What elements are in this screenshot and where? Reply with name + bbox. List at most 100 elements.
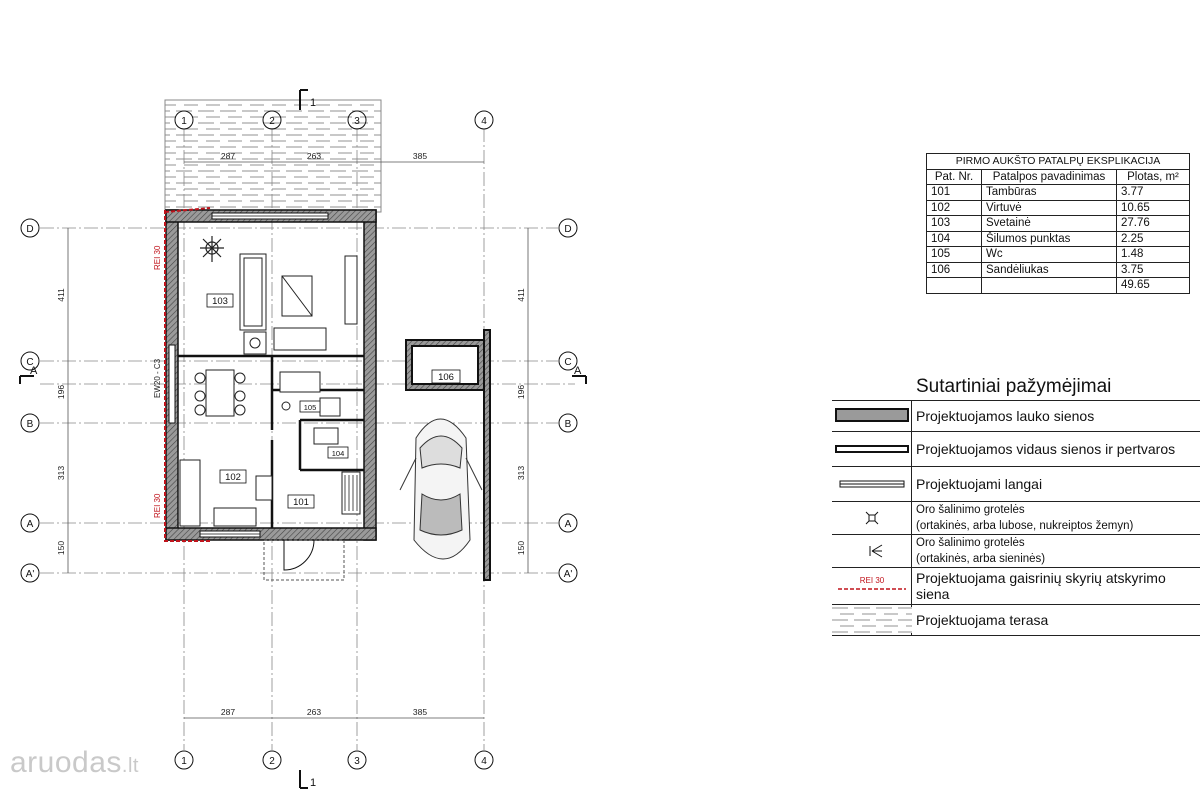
svg-text:4: 4: [481, 756, 487, 767]
legend-item: REI 30 Projektuojama gaisrinių skyrių at…: [832, 567, 1200, 604]
room-label: 106: [438, 372, 454, 383]
cell: [926, 277, 982, 294]
fire-wall-tag: REI 30: [860, 576, 885, 585]
grid-bubble: C: [20, 351, 40, 371]
grid-bubble: B: [558, 413, 578, 433]
svg-text:A': A': [564, 569, 573, 580]
table-title: PIRMO AUKŠTO PATALPŲ EKSPLIKACIJA: [926, 153, 1190, 170]
section-marker: 1: [310, 97, 316, 109]
cell: 106: [926, 261, 982, 278]
room-label: 103: [212, 296, 228, 307]
table-header-row: Pat. Nr. Patalpos pavadinimas Plotas, m²: [926, 168, 1190, 185]
cell: [981, 277, 1117, 294]
interior-walls: [178, 354, 364, 528]
grid-bubble: 3: [347, 750, 367, 770]
cell: 102: [926, 199, 982, 216]
legend: Sutartiniai pažymėjimai Projektuojamos l…: [832, 374, 1200, 636]
window-symbol: [832, 467, 912, 501]
dim-right: 150: [516, 541, 526, 555]
room-label: 104: [332, 449, 345, 458]
grid-bubble: 4: [474, 750, 494, 770]
wall-tag: EW20 - C3: [153, 358, 162, 398]
svg-text:2: 2: [269, 116, 275, 127]
section-marker: A: [30, 365, 38, 377]
svg-text:C: C: [26, 357, 33, 368]
legend-sublabel: (ortakinės, arba lubose, nukreiptos žemy…: [916, 520, 1134, 532]
legend-title: Sutartiniai pažymėjimai: [916, 376, 1112, 397]
dim-bottom: 385: [413, 707, 427, 717]
table-row: 102 Virtuvė 10.65: [926, 199, 1190, 216]
dim-right: 196: [516, 385, 526, 399]
table-row: 105 Wc 1.48: [926, 246, 1190, 263]
dim-top: 287: [221, 151, 235, 161]
wall-tag: REI 30: [153, 245, 162, 270]
column-header: Plotas, m²: [1116, 168, 1190, 185]
svg-text:A: A: [565, 519, 572, 530]
grid-bubble: B: [20, 413, 40, 433]
svg-text:1: 1: [181, 116, 187, 127]
fire-separation-wall: [164, 207, 212, 542]
terrace: [164, 99, 382, 213]
svg-text:D: D: [26, 224, 33, 235]
cell: Šilumos punktas: [981, 230, 1117, 247]
dim-left: 411: [56, 288, 66, 302]
grid-bubble: 1: [174, 110, 194, 130]
cell: Virtuvė: [981, 199, 1117, 216]
fire-wall-symbol: REI 30: [832, 568, 912, 604]
legend-sublabel: (ortakinės, arba sieninės): [916, 553, 1046, 565]
dim-left: 150: [56, 541, 66, 555]
dim-top: 263: [307, 151, 321, 161]
legend-label: Projektuojami langai: [916, 476, 1043, 492]
cell: Wc: [981, 246, 1117, 263]
column-header: Pat. Nr.: [926, 168, 982, 185]
dim-top: 385: [413, 151, 427, 161]
svg-text:2: 2: [269, 756, 275, 767]
legend-label: Projektuojamos vidaus sienos ir pertvaro…: [916, 441, 1176, 457]
svg-text:B: B: [27, 419, 34, 430]
cell: 101: [926, 184, 982, 201]
grid-bubble: 4: [474, 110, 494, 130]
cell: 10.65: [1116, 199, 1190, 216]
legend-item: Oro šalinimo grotelės (ortakinės, arba s…: [832, 534, 1200, 567]
legend-label: Projektuojamos lauko sienos: [916, 408, 1095, 424]
watermark-text: aruodas: [10, 746, 122, 779]
watermark-logo: aruodas.lt: [10, 746, 139, 780]
room-label: 105: [304, 403, 317, 412]
cell: 1.48: [1116, 246, 1190, 263]
grid-bubble: A': [558, 563, 578, 583]
wall-tag: REI 30: [153, 493, 162, 518]
svg-text:A: A: [27, 519, 34, 530]
svg-text:A': A': [26, 569, 35, 580]
total-area: 49.65: [1116, 277, 1190, 294]
legend-item: Projektuojamos vidaus sienos ir pertvaro…: [832, 431, 1200, 466]
cell: Sandėliukas: [981, 261, 1117, 278]
legend-label: Oro šalinimo grotelės: [916, 537, 1025, 549]
legend-item: Projektuojami langai: [832, 466, 1200, 501]
svg-text:D: D: [564, 224, 571, 235]
svg-text:3: 3: [354, 116, 360, 127]
grid-bubble: A': [20, 563, 40, 583]
grid-bubble: 2: [262, 110, 282, 130]
dim-bottom: 287: [221, 707, 235, 717]
cell: 27.76: [1116, 215, 1190, 232]
svg-text:4: 4: [481, 116, 487, 127]
section-marker: 1: [310, 777, 316, 789]
svg-text:1: 1: [181, 756, 187, 767]
exterior-wall-symbol: [832, 401, 912, 431]
dim-left: 196: [56, 385, 66, 399]
grid-bubble: A: [558, 513, 578, 533]
watermark-suffix: .lt: [121, 755, 139, 777]
dim-right: 313: [516, 466, 526, 480]
section-marker: A: [574, 365, 582, 377]
legend-item: Projektuojama terasa: [832, 604, 1200, 636]
svg-text:3: 3: [354, 756, 360, 767]
interior-wall-symbol: [832, 432, 912, 466]
wall-vent-symbol: [832, 535, 912, 567]
column-header: Patalpos pavadinimas: [981, 168, 1117, 185]
cell: 104: [926, 230, 982, 247]
grid-bubble: D: [20, 218, 40, 238]
table-row: 106 Sandėliukas 3.75: [926, 261, 1190, 278]
legend-label: Projektuojama gaisrinių skyrių atskyrimo…: [916, 570, 1166, 602]
cell: Svetainė: [981, 215, 1117, 232]
